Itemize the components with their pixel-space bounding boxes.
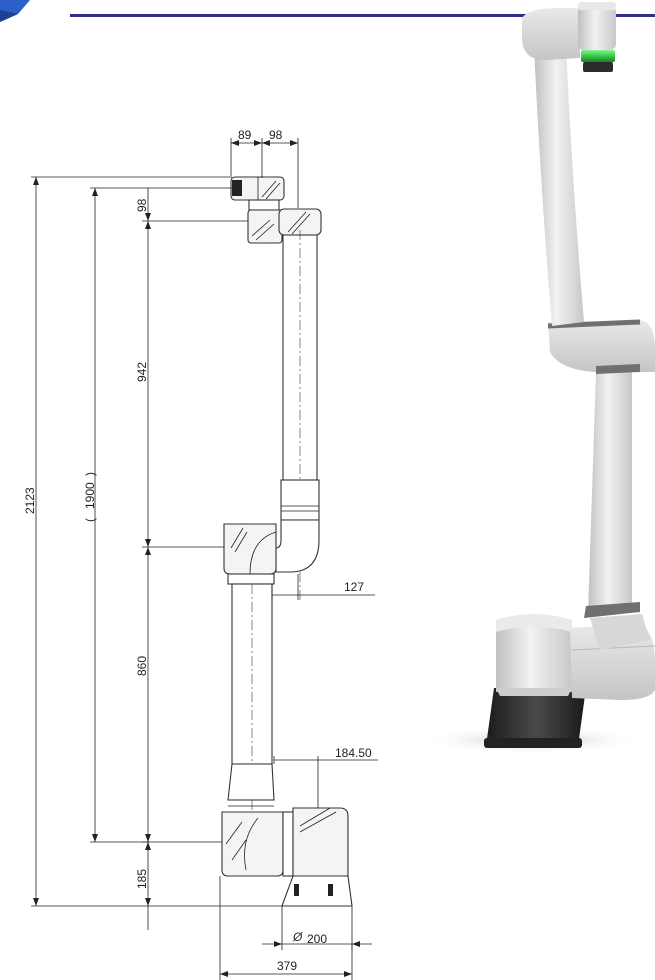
- dim-reach-open: (: [83, 518, 97, 522]
- shoulder-base: [221, 807, 353, 907]
- robot-arm-photo: [422, 2, 655, 754]
- diameter-symbol-icon: Ø: [292, 930, 303, 944]
- technical-drawing: 89 98 98 942 2123 ( 1900 ) 127 860 184.5…: [23, 128, 378, 980]
- dim-elbow-offset: 127: [344, 580, 364, 594]
- corner-logo-shade-icon: [0, 10, 18, 22]
- robot-upper-arm: [534, 46, 584, 326]
- dim-base-height: 185: [135, 869, 149, 889]
- elbow-joint: [223, 523, 277, 585]
- dim-total-height: 2123: [23, 487, 37, 514]
- upper-link: [275, 230, 320, 600]
- dim-diameter: 200: [307, 932, 327, 946]
- wrist-head: [230, 176, 322, 244]
- dim-forearm: 860: [135, 656, 149, 676]
- dimension-lines: [31, 138, 378, 980]
- dim-reach: 1900: [83, 482, 97, 509]
- dim-top-right: 98: [269, 128, 283, 142]
- forearm-link: [227, 583, 275, 810]
- dim-base-width: 379: [277, 959, 297, 973]
- dim-base-offset: 184.50: [335, 746, 372, 760]
- robot-elbow: [548, 320, 655, 372]
- dim-reach-close: ): [83, 472, 97, 476]
- header-rule: [70, 14, 655, 17]
- dim-upper-arm: 942: [135, 362, 149, 382]
- dim-shoulder-offset: 98: [135, 198, 149, 212]
- status-led-ring: [581, 50, 615, 62]
- dim-top-left: 89: [238, 128, 252, 142]
- robot-wrist: [522, 8, 580, 60]
- robot-forearm: [588, 372, 632, 614]
- robot-base: [486, 688, 586, 746]
